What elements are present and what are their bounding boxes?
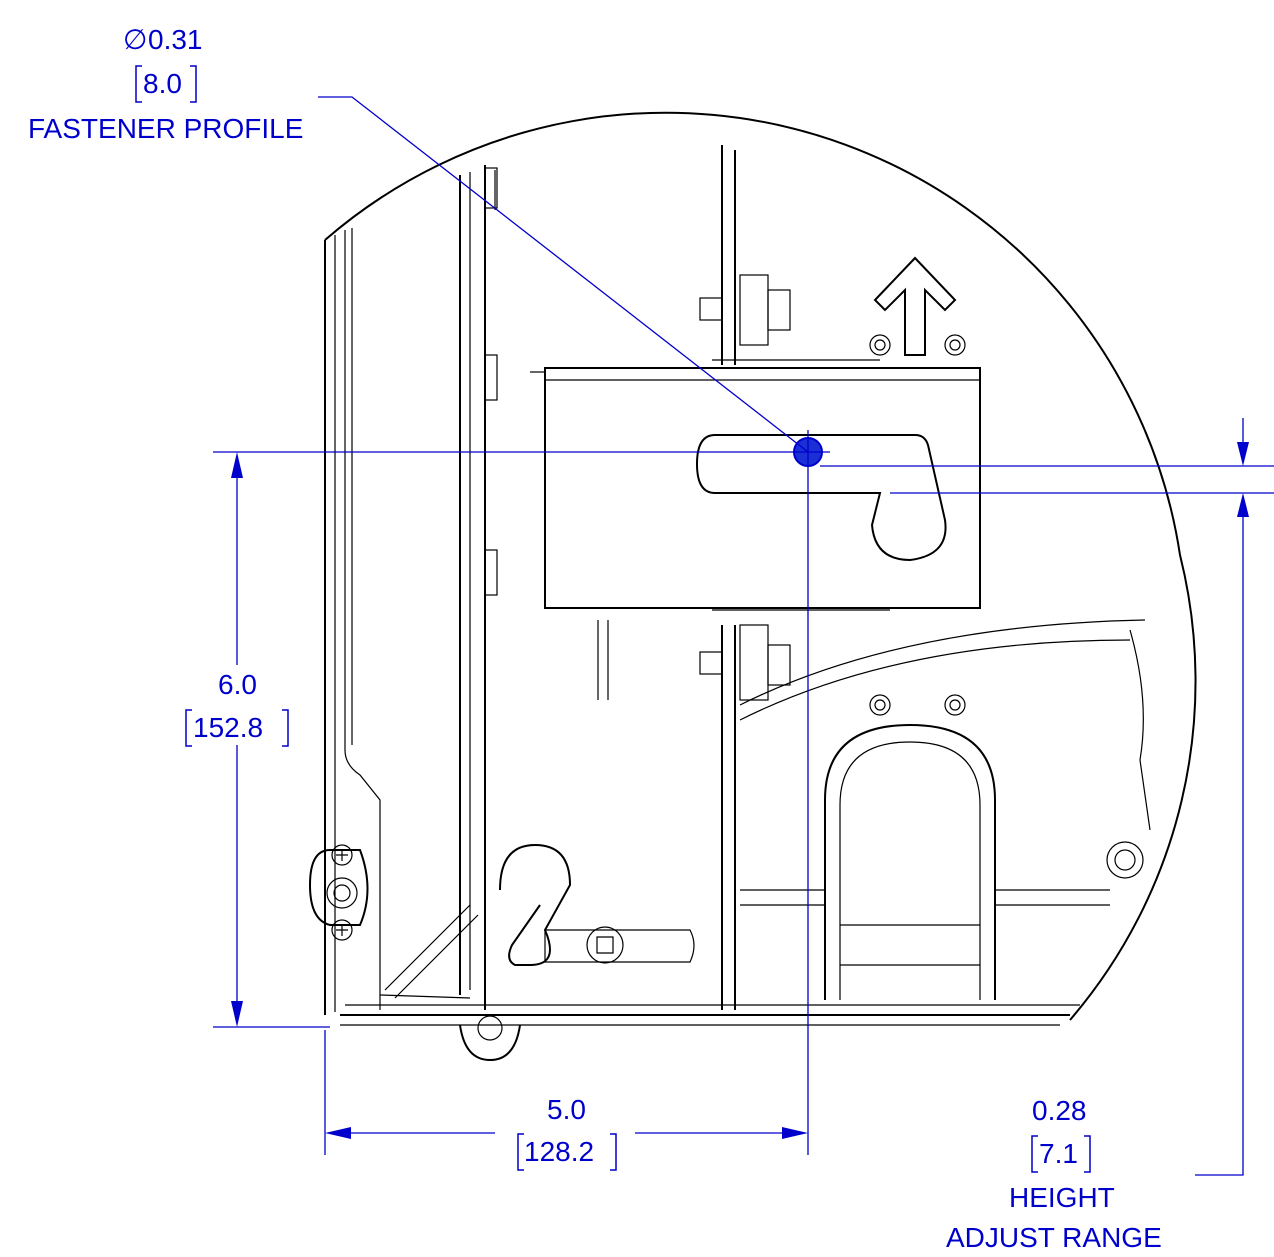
detail-view-boundary xyxy=(324,111,1197,1021)
part-outline xyxy=(308,111,1197,1062)
height-adjust-label-line2: ADJUST RANGE xyxy=(946,1222,1162,1253)
fastener-diameter-symbol: ∅ xyxy=(123,24,147,55)
u-channel xyxy=(824,723,996,1000)
fastener-diameter-mm: 8.0 xyxy=(143,68,182,99)
fastener-profile-label: FASTENER PROFILE xyxy=(28,113,303,144)
mount-bracket xyxy=(544,367,981,609)
vertical-dim-mm: 152.8 xyxy=(193,712,263,743)
up-arrow-marker xyxy=(873,256,957,356)
fastener-diameter-mm-bracket xyxy=(135,65,197,103)
adjust-slot xyxy=(695,434,947,562)
dimension-lines xyxy=(213,96,1274,1176)
vertical-dim-inches: 6.0 xyxy=(218,669,257,700)
horizontal-dim-inches: 5.0 xyxy=(547,1094,586,1125)
fastener-diameter-inches: 0.31 xyxy=(148,24,203,55)
height-adjust-mm: 7.1 xyxy=(1039,1138,1078,1169)
horizontal-dim-mm-bracket xyxy=(517,1133,617,1171)
height-adjust-mm-bracket xyxy=(1031,1135,1091,1173)
height-adjust-label-line1: HEIGHT xyxy=(1009,1182,1115,1213)
vertical-dim-mm-bracket xyxy=(185,709,289,747)
horizontal-dim-mm: 128.2 xyxy=(524,1136,594,1167)
height-adjust-inches: 0.28 xyxy=(1032,1095,1087,1126)
